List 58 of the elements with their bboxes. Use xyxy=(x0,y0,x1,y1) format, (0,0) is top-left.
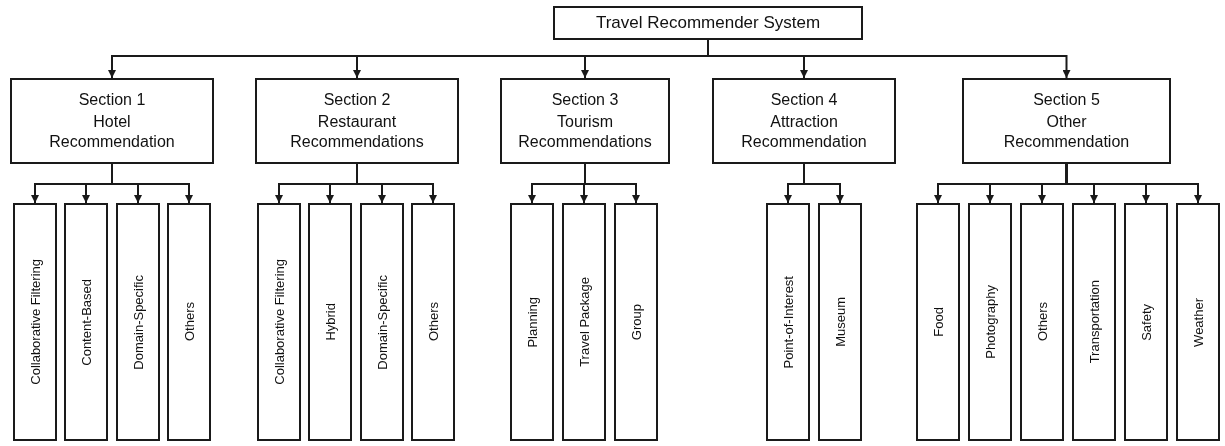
category-label: Travel Package xyxy=(576,277,592,367)
category-box xyxy=(13,203,57,441)
section-box xyxy=(255,78,459,164)
section-box xyxy=(500,78,670,164)
section-box xyxy=(962,78,1171,164)
section-title: Other Recommendation xyxy=(1002,112,1131,152)
category-label: Group xyxy=(628,303,644,341)
section-title: Restaurant Recommendations xyxy=(289,112,425,152)
section-number: Section 4 xyxy=(770,90,838,110)
category-box xyxy=(308,203,352,441)
category-label: Domain-Specific xyxy=(130,274,146,370)
section-box xyxy=(10,78,214,164)
category-box xyxy=(1020,203,1064,441)
section-box xyxy=(712,78,896,164)
category-label: Content-Based xyxy=(78,278,94,366)
section-number: Section 2 xyxy=(323,90,391,110)
category-box xyxy=(257,203,301,441)
connector-arrow xyxy=(584,163,640,204)
category-label: Weather xyxy=(1190,297,1206,347)
category-box xyxy=(167,203,211,441)
category-label: Collaborative Filtering xyxy=(27,259,43,385)
category-label: Collaborative Filtering xyxy=(271,259,287,385)
connector-arrow xyxy=(803,163,844,204)
section-title: Tourism Recommendations xyxy=(517,112,653,152)
category-box xyxy=(510,203,554,441)
category-label: Point-of-Interest xyxy=(780,275,796,369)
category-label: Domain-Specific xyxy=(374,274,390,370)
category-box xyxy=(818,203,862,441)
category-label: Others xyxy=(425,302,441,342)
category-box xyxy=(1176,203,1220,441)
category-box xyxy=(1072,203,1116,441)
category-label: Food xyxy=(930,307,946,337)
category-box xyxy=(64,203,108,441)
category-box xyxy=(916,203,960,441)
category-box xyxy=(562,203,606,441)
category-box xyxy=(614,203,658,441)
category-label: Others xyxy=(181,302,197,342)
category-label: Photography xyxy=(982,285,998,359)
category-box xyxy=(968,203,1012,441)
connector-arrow xyxy=(356,163,437,204)
category-label: Transportation xyxy=(1086,280,1102,364)
category-box xyxy=(411,203,455,441)
category-label: Others xyxy=(1034,302,1050,342)
category-label: Planning xyxy=(524,296,540,348)
system-title: Travel Recommender System xyxy=(595,13,821,33)
category-label: Museum xyxy=(832,297,848,347)
category-box xyxy=(766,203,810,441)
category-label: Safety xyxy=(1138,303,1154,341)
section-number: Section 1 xyxy=(78,90,146,110)
category-box xyxy=(360,203,404,441)
section-title: Attraction Recommendation xyxy=(740,112,868,152)
section-number: Section 3 xyxy=(551,90,619,110)
section-title: Hotel Recommendation xyxy=(48,112,176,152)
category-box xyxy=(1124,203,1168,441)
category-box xyxy=(116,203,160,441)
root-box xyxy=(553,6,863,40)
section-number: Section 5 xyxy=(1033,90,1100,110)
category-label: Hybrid xyxy=(322,303,338,341)
